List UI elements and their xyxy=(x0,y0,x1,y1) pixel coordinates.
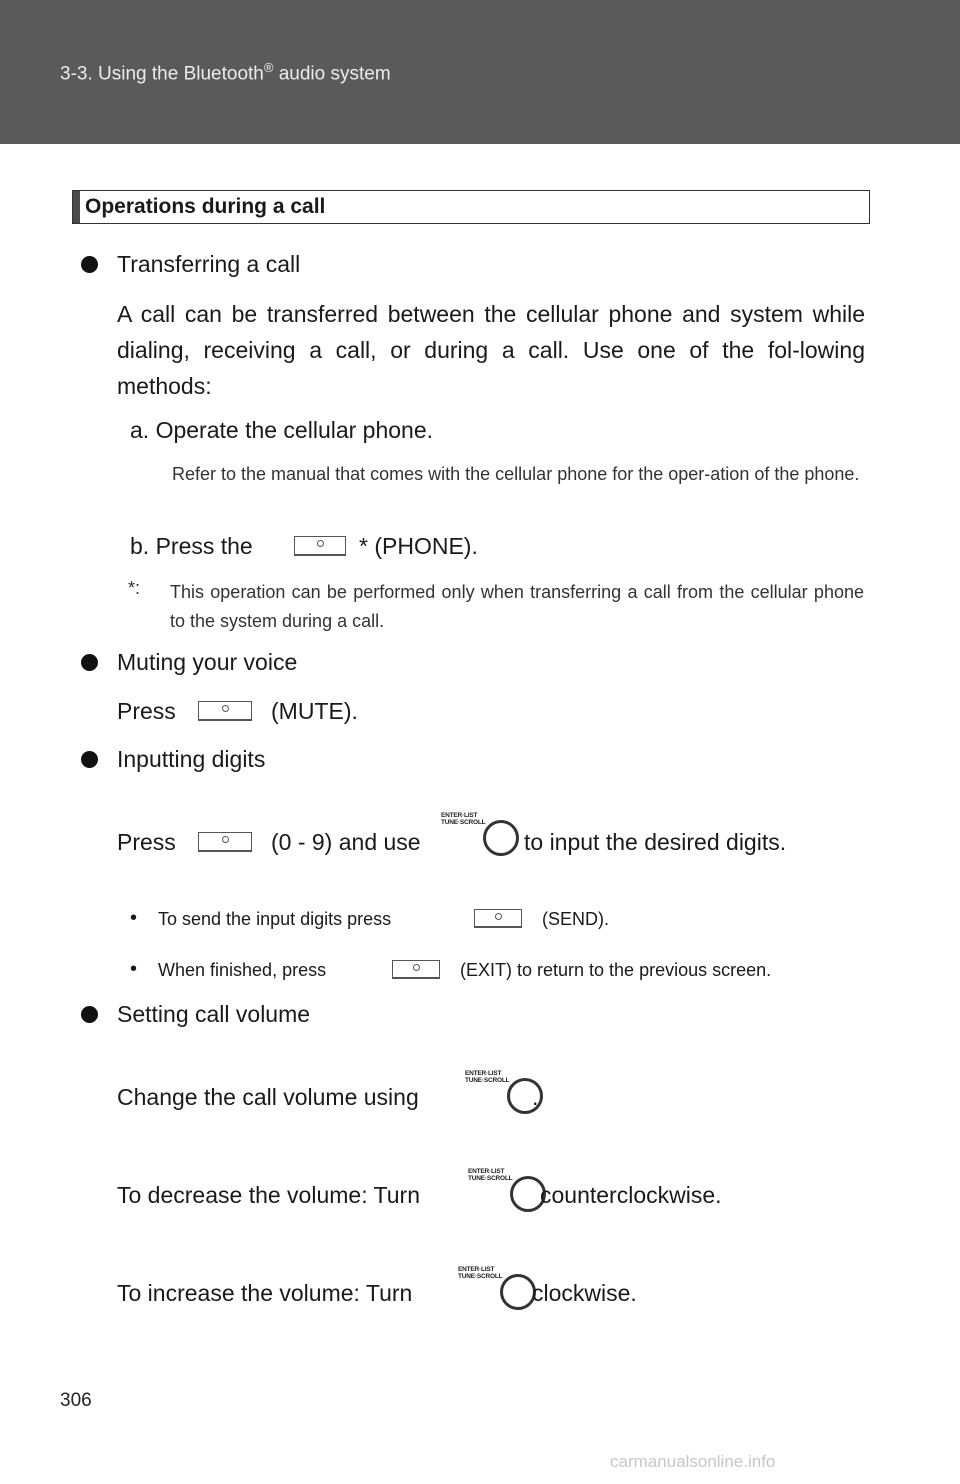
section-title: Operations during a call xyxy=(85,195,326,218)
bullet-icon xyxy=(81,751,98,768)
knob-ring xyxy=(483,820,519,856)
watermark: carmanualsonline.info xyxy=(610,1452,776,1471)
volume-increase-prefix: To increase the volume: Turn xyxy=(117,1280,413,1306)
method-a-note: Refer to the manual that comes with the … xyxy=(172,464,860,484)
transfer-title: Transferring a call xyxy=(117,251,301,277)
tip-bullet: • xyxy=(130,958,138,980)
tip-bullet: • xyxy=(130,907,138,929)
knob-ring xyxy=(510,1176,546,1212)
input-title: Inputting digits xyxy=(117,746,266,772)
method-a: a. Operate the cellular phone. xyxy=(130,417,434,443)
volume-change-suffix: . xyxy=(532,1084,539,1110)
footnote: This operation can be performed only whe… xyxy=(170,582,864,631)
mute-press: Press xyxy=(117,698,176,724)
method-b-prefix: b. Press the xyxy=(130,533,253,559)
page-number: 306 xyxy=(60,1390,92,1411)
phone-button-icon xyxy=(294,536,346,556)
exit-button-icon xyxy=(392,960,440,979)
input-mid: (0 - 9) and use xyxy=(271,829,421,855)
volume-change-prefix: Change the call volume using xyxy=(117,1084,419,1110)
tip-send-prefix: To send the input digits press xyxy=(158,909,392,929)
section-marker xyxy=(73,191,80,223)
mute-button-icon xyxy=(198,701,252,721)
mute-suffix: (MUTE). xyxy=(271,698,358,724)
volume-decrease-suffix: counterclockwise. xyxy=(540,1182,722,1208)
page-header: 3-3. Using the Bluetooth® audio system xyxy=(0,0,960,144)
send-button-icon xyxy=(474,909,522,928)
tip-exit-prefix: When finished, press xyxy=(158,960,327,980)
volume-increase-suffix: clockwise. xyxy=(532,1280,637,1306)
transfer-body: A call can be transferred between the ce… xyxy=(117,301,865,399)
bullet-icon xyxy=(81,256,98,273)
input-press: Press xyxy=(117,829,176,855)
section-heading: Operations during a call xyxy=(72,190,870,224)
method-b-suffix: * (PHONE). xyxy=(359,533,478,559)
bullet-icon xyxy=(81,654,98,671)
knob-ring xyxy=(500,1274,536,1310)
tip-exit-suffix: (EXIT) to return to the previous screen. xyxy=(460,960,772,980)
volume-title: Setting call volume xyxy=(117,1001,311,1027)
knob-ring xyxy=(507,1078,543,1114)
chapter-title: 3-3. Using the Bluetooth® audio system xyxy=(60,60,391,85)
bullet-icon xyxy=(81,1006,98,1023)
input-suffix: to input the desired digits. xyxy=(524,829,787,855)
footnote-mark: *: xyxy=(128,578,141,598)
tip-send-suffix: (SEND). xyxy=(542,909,609,929)
digit-button-icon xyxy=(198,832,252,852)
volume-decrease-prefix: To decrease the volume: Turn xyxy=(117,1182,420,1208)
mute-title: Muting your voice xyxy=(117,649,298,675)
